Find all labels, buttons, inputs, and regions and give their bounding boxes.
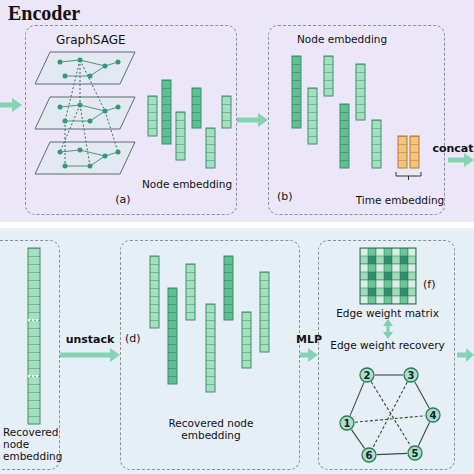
graph-edge	[373, 382, 408, 448]
double-arrow	[383, 319, 393, 339]
node-number: 1	[339, 415, 355, 431]
graph-edge	[355, 416, 425, 423]
graph-node: 3	[403, 367, 419, 383]
node-outline	[404, 368, 418, 382]
embedding-bars	[292, 56, 381, 168]
node-number: 3	[403, 367, 419, 383]
input-arrow	[0, 98, 22, 112]
graph-node: 2	[359, 367, 375, 383]
graph-edge	[350, 382, 364, 415]
graph-edge	[377, 453, 407, 454]
graph-edge	[352, 430, 365, 449]
flow-arrow	[60, 353, 110, 358]
stage-box: Edge weight matrixEdge weight recovery (f…	[318, 240, 455, 470]
node-number: 2	[359, 367, 375, 383]
method-name: GraphSAGE	[56, 34, 156, 48]
graph-edge	[418, 422, 429, 446]
caption-text: Time embedding	[355, 194, 445, 206]
embedding-bars	[150, 256, 269, 392]
flow-arrow	[237, 118, 258, 123]
decoder-panel	[0, 228, 474, 474]
panel-title: Encoder	[8, 2, 208, 25]
caption-text: Recovered node embedding	[141, 417, 281, 441]
graph-edge	[415, 382, 429, 408]
embedding-bars	[148, 80, 231, 168]
node-outline	[362, 448, 376, 462]
panel-letter: (d)	[125, 333, 151, 346]
stacked-embedding	[28, 248, 40, 424]
graph-node: 4	[425, 407, 441, 423]
stage-box: GraphSAGE Node embedding(a)	[25, 25, 237, 215]
graph-edge	[375, 374, 403, 375]
graphsage-layers	[35, 52, 135, 174]
stage-box: Recovered node embedding (d)	[120, 240, 300, 470]
time-embedding-bars	[396, 136, 421, 180]
edge-label: MLP	[269, 333, 349, 346]
operation-label: concat	[432, 142, 474, 155]
caption-text: Node embedding	[138, 178, 236, 190]
weight-matrix	[360, 248, 416, 304]
panel-letter: (f)	[423, 279, 453, 292]
graph-edge	[371, 382, 411, 446]
node-outline	[426, 408, 440, 422]
edge-label: unstack	[50, 333, 130, 346]
caption-text: Edge weight recovery	[319, 339, 456, 351]
caption-text: Recovered node embedding	[3, 426, 59, 462]
concat-arrow	[448, 153, 474, 167]
flow-arrow	[300, 353, 308, 358]
node-number: 6	[361, 447, 377, 463]
graph-node: 6	[361, 447, 377, 463]
graph-node: 5	[407, 445, 423, 461]
node-outline	[360, 368, 374, 382]
node-outline	[408, 446, 422, 460]
panel-letter: (a)	[108, 194, 138, 207]
node-number: 4	[425, 407, 441, 423]
stage-box: Recovered node embedding	[0, 240, 60, 470]
node-number: 5	[407, 445, 423, 461]
output-arrow	[457, 348, 474, 362]
panel-letter: (b)	[277, 191, 305, 204]
encoder-panel: EncoderGraphSAGENode embedding(a)Node em…	[0, 0, 474, 222]
node-outline	[340, 416, 354, 430]
caption-text: Edge weight matrix	[319, 307, 456, 319]
caption-text: Node embedding	[297, 33, 407, 45]
graph-node: 1	[339, 415, 355, 431]
stage-box: Node embeddingTime embedding (b)	[268, 25, 445, 215]
